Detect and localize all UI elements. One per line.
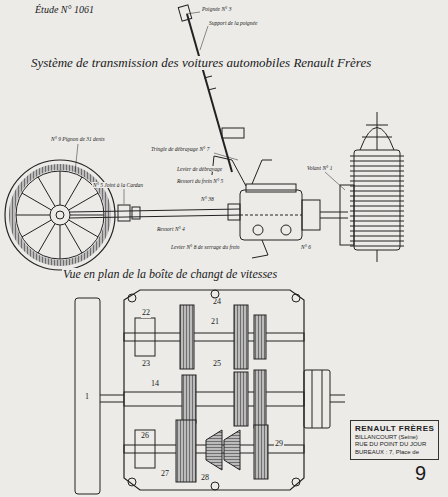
stamp-heading: RENAULT FRÈRES <box>355 424 434 434</box>
callout-number: 23 <box>141 360 151 369</box>
part-label: N° 6 <box>300 244 312 250</box>
cooling-fin <box>350 186 404 187</box>
part-label: N° 5 Joint à la Cardan <box>92 182 144 188</box>
drawing-title: Système de transmission des voitures aut… <box>30 56 372 70</box>
cooling-fin <box>350 231 404 232</box>
cooling-fin <box>350 236 404 237</box>
wheel-spoke <box>22 193 51 210</box>
cooling-fin <box>350 201 404 202</box>
callout-number: 21 <box>210 318 220 327</box>
callout-number: 28 <box>200 474 210 483</box>
wheel-spoke <box>22 220 51 237</box>
wheel-spoke <box>38 224 55 253</box>
callout-number: 24 <box>212 298 222 307</box>
part-label: Ressort du frein N° 5 <box>176 178 224 184</box>
stamp-line: RUE DU POINT DU JOUR <box>355 441 434 449</box>
callout-number: 22 <box>141 309 151 318</box>
part-label: Volant N° 1 <box>306 165 333 171</box>
cooling-fin <box>350 156 404 157</box>
cooling-fin <box>350 241 404 242</box>
callout-number: 1 <box>84 393 90 402</box>
wheel-spoke <box>69 220 98 237</box>
cooling-fin <box>350 166 404 167</box>
wheel-spoke <box>38 177 55 206</box>
cooling-fin <box>350 161 404 162</box>
cooling-fin <box>350 176 404 177</box>
wheel-spoke <box>69 193 98 210</box>
callout-number: 25 <box>212 360 222 369</box>
cooling-fin <box>350 226 404 227</box>
wheel-spoke <box>60 171 61 205</box>
page-number: 9 <box>414 462 427 484</box>
part-label: Ressort N° 4 <box>156 226 186 232</box>
part-label: N° 9 Pignon de 31 dents <box>50 136 106 142</box>
part-label: Poignée N° 3 <box>201 6 232 12</box>
cooling-fin <box>350 211 404 212</box>
cooling-fin <box>350 206 404 207</box>
wheel-spoke <box>65 224 82 253</box>
cooling-fin <box>350 196 404 197</box>
part-label: Support de la poignée <box>208 20 258 26</box>
callout-number: 26 <box>140 432 150 441</box>
callout-number: 29 <box>274 440 284 449</box>
callout-number: 14 <box>150 380 160 389</box>
callout-number: 27 <box>160 470 170 479</box>
view-title: Vue en plan de la boîte de changt de vit… <box>62 268 278 281</box>
part-label: Levier de débrayage <box>176 166 223 172</box>
cooling-fin <box>350 191 404 192</box>
wheel-spoke <box>70 215 104 216</box>
stamp-line: BUREAUX : 7, Place de <box>355 449 434 457</box>
cooling-fin <box>350 181 404 182</box>
cooling-fin <box>350 216 404 217</box>
cooling-fin <box>350 171 404 172</box>
wheel-spoke <box>65 177 82 206</box>
cooling-fin <box>350 221 404 222</box>
sheet-number: Étude N° 1061 <box>34 4 95 15</box>
part-label: Tringle de débrayage N° 7 <box>150 146 210 152</box>
part-label: N° 38 <box>200 196 215 202</box>
part-label: Levier N° 8 de serrage du frein <box>170 244 241 250</box>
stamp-line: BILLANCOURT (Seine) <box>355 434 434 442</box>
cooling-fin <box>350 246 404 247</box>
wheel-spoke <box>16 215 50 216</box>
wheel-spoke <box>60 225 61 259</box>
maker-stamp: RENAULT FRÈRESBILLANCOURT (Seine)RUE DU … <box>350 420 439 461</box>
